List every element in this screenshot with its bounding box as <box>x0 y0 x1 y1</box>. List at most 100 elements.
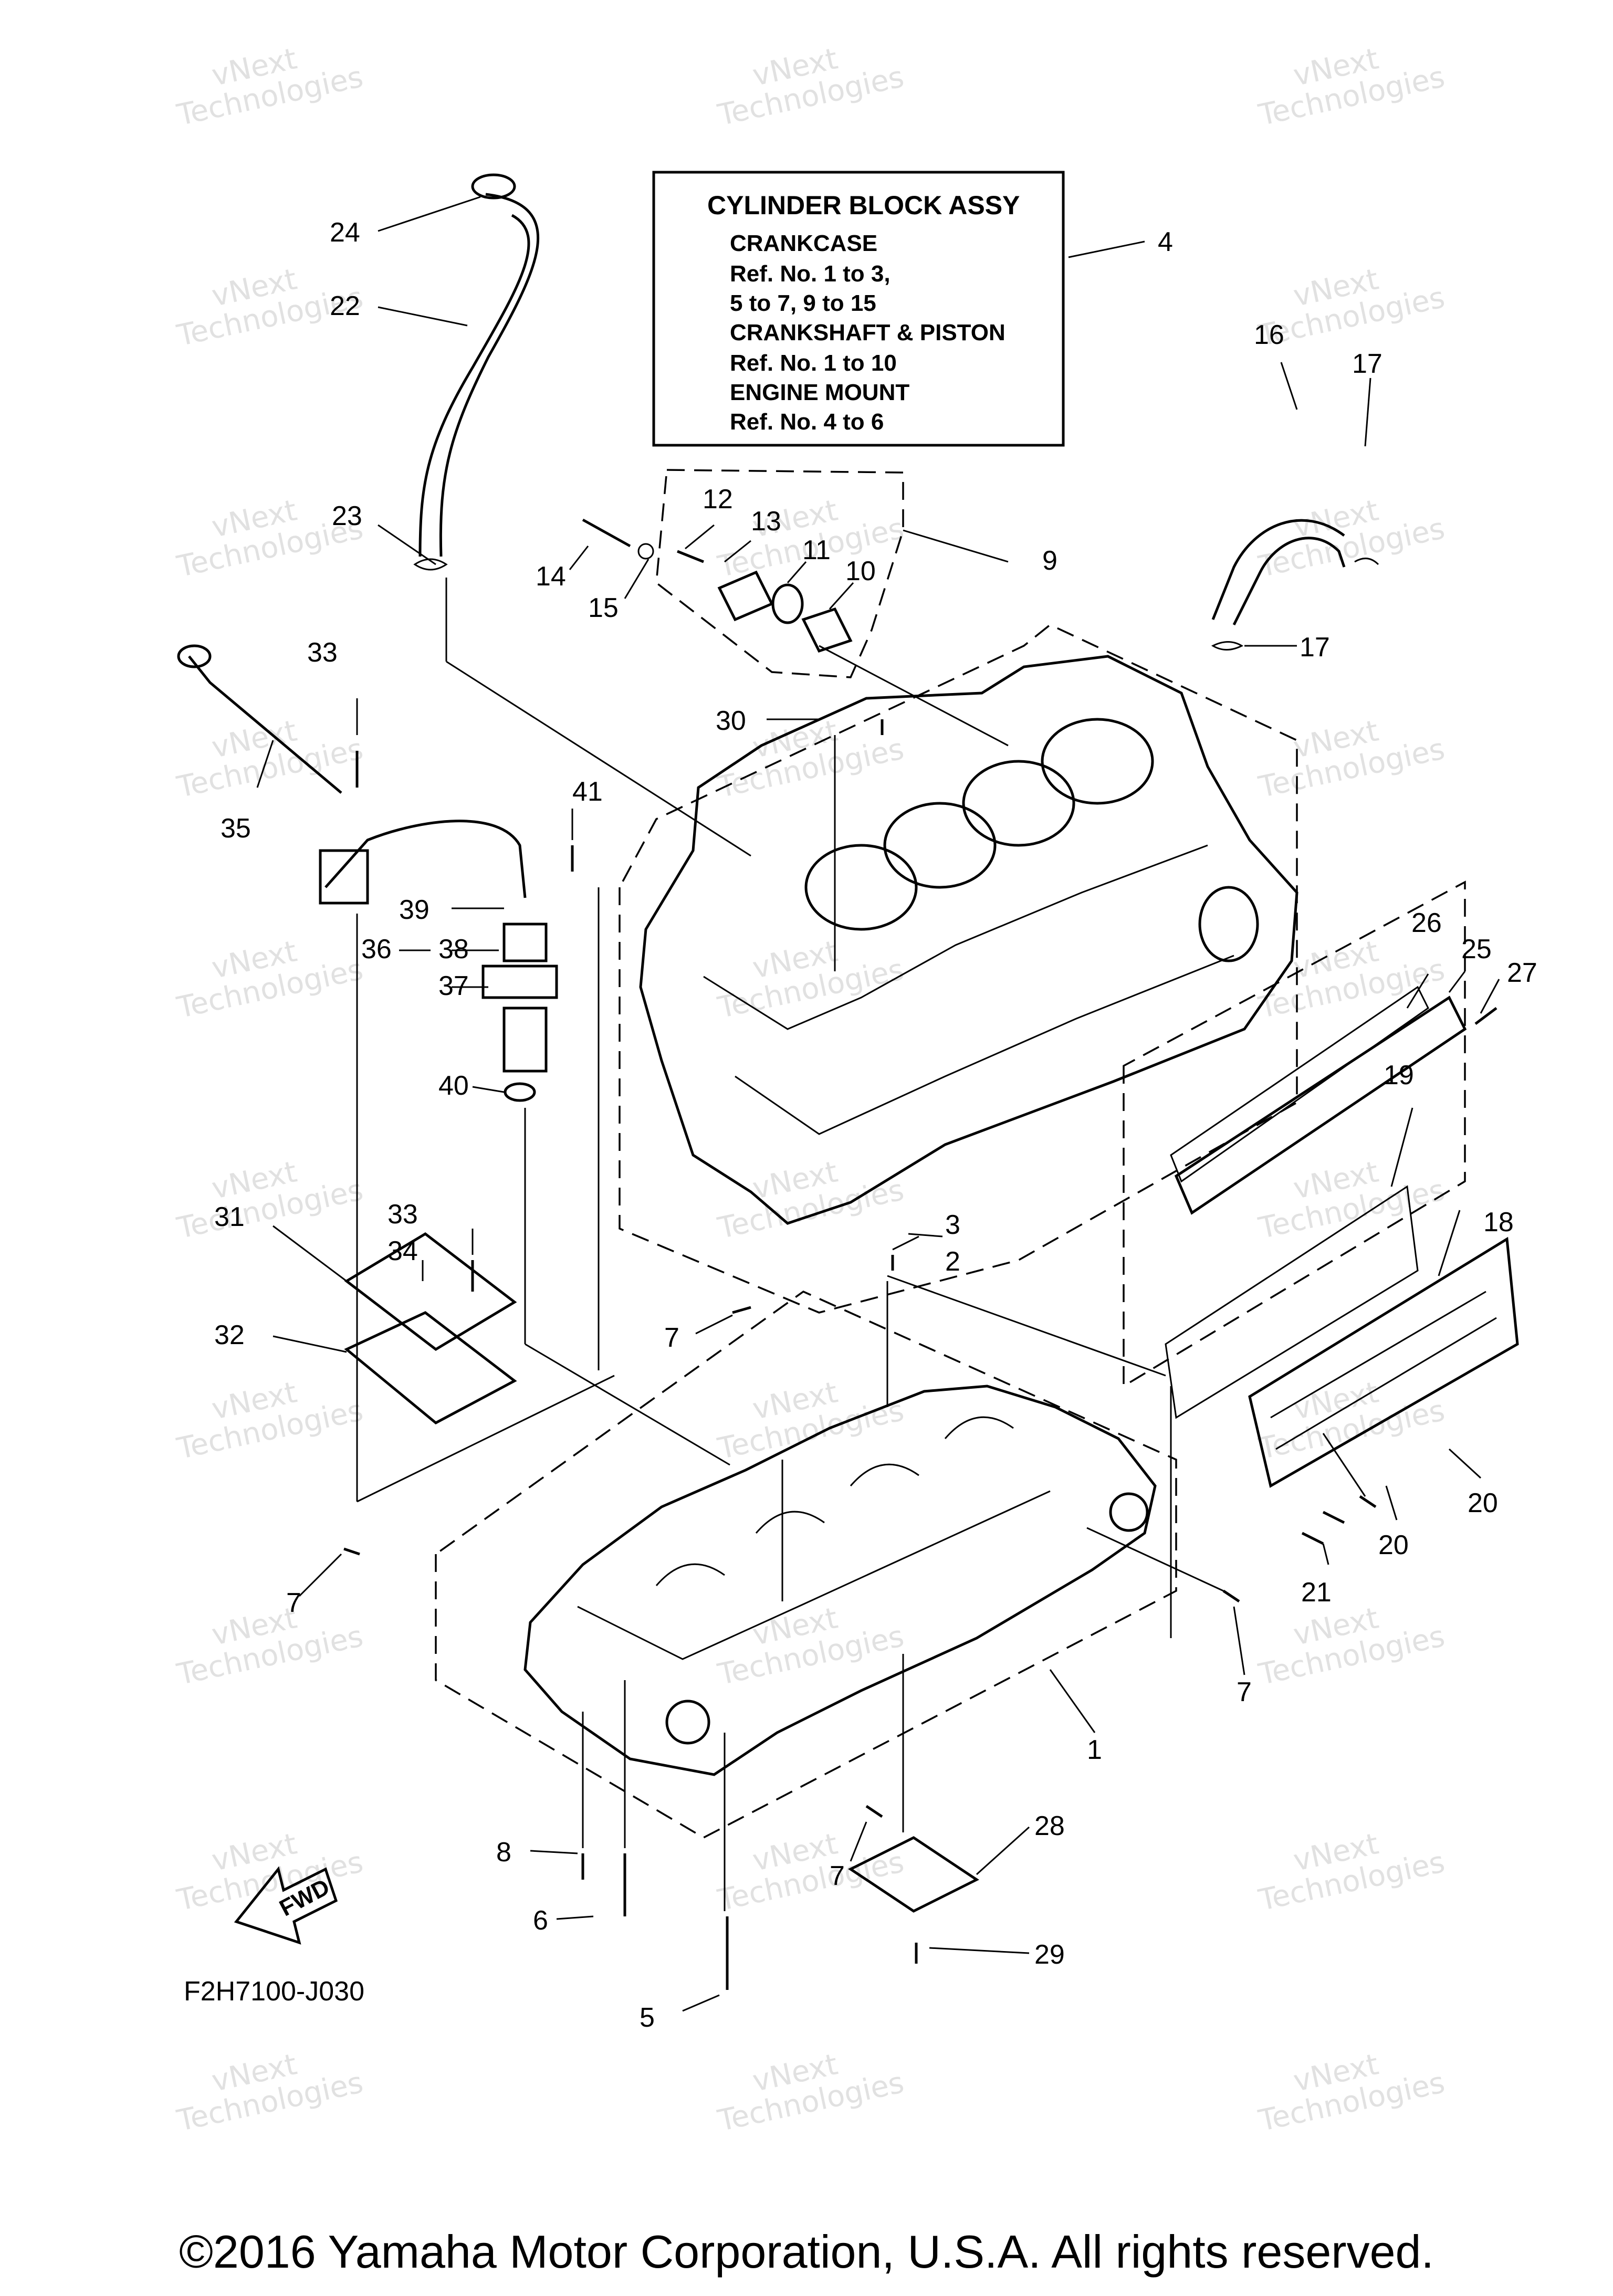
callout-number: 8 <box>496 1837 511 1868</box>
water-hose <box>1232 537 1346 626</box>
watermark: vNext Technologies <box>715 1155 907 1245</box>
oil-pipe <box>324 820 527 898</box>
legend-line: ENGINE MOUNT <box>730 380 909 405</box>
watermark: vNext Technologies <box>174 1155 366 1245</box>
legend-line: Ref. No. 1 to 3, <box>730 261 891 287</box>
legend-line: CRANKSHAFT & PISTON <box>730 320 1005 345</box>
pipe-bracket <box>319 849 369 905</box>
parts-artwork <box>177 173 1519 1990</box>
callout-number: 13 <box>751 506 781 537</box>
callout-number: 21 <box>1301 1577 1332 1608</box>
watermark: vNext Technologies <box>715 493 907 584</box>
callout-labels: 4 24 22 23 14 15 12 13 11 10 9 16 17 17 … <box>214 217 1537 2033</box>
crankcase-detail <box>577 1490 1051 1660</box>
watermark: vNext Technologies <box>174 41 366 132</box>
callout-number: 23 <box>332 501 362 531</box>
callout-number: 18 <box>1483 1207 1514 1238</box>
callout-number: 7 <box>830 1861 845 1891</box>
watermark: vNext Technologies <box>715 2047 907 2138</box>
callout-number: 6 <box>533 1905 548 1936</box>
top-cover-gasket <box>1170 986 1429 1183</box>
legend-line: Ref. No. 4 to 6 <box>730 409 884 435</box>
callout-number: 1 <box>1087 1735 1102 1765</box>
hose-clip <box>1354 558 1379 565</box>
group-outline <box>655 469 904 678</box>
watermark: vNext Technologies <box>1255 1827 1448 1917</box>
callout-number: 34 <box>387 1236 418 1266</box>
group-outline <box>619 623 1298 1314</box>
diagram-code: F2H7100-J030 <box>184 1976 364 2007</box>
side-cover <box>1248 1236 1519 1488</box>
legend-line: Ref. No. 1 to 10 <box>730 350 897 376</box>
breather-washer <box>637 543 654 560</box>
callout-number: 3 <box>945 1210 960 1240</box>
callout-number: 35 <box>221 813 251 844</box>
watermark: vNext Technologies <box>174 934 366 1025</box>
bolt <box>1359 1495 1377 1508</box>
mount-plate <box>344 1232 517 1351</box>
breather-hose <box>439 193 540 557</box>
callout-number: 40 <box>438 1071 469 1101</box>
callout-number: 14 <box>536 561 566 592</box>
callout-number: 2 <box>945 1246 960 1277</box>
callout-number: 30 <box>716 706 746 736</box>
cylinder-bore <box>962 760 1075 847</box>
callout-number: 4 <box>1158 227 1173 257</box>
watermark: vNext Technologies <box>174 1601 366 1692</box>
callout-number: 38 <box>438 934 469 964</box>
legend-title: CYLINDER BLOCK ASSY <box>707 191 1020 220</box>
callout-number: 22 <box>330 291 360 321</box>
leader-lines <box>256 196 1500 2012</box>
watermark: vNext Technologies <box>1255 714 1448 804</box>
callout-number: 33 <box>387 1199 418 1230</box>
watermark: vNext Technologies <box>715 934 907 1025</box>
callout-number: 19 <box>1384 1060 1414 1091</box>
callout-number: 12 <box>703 484 733 515</box>
callout-number: 28 <box>1034 1811 1065 1841</box>
assembly-group-outlines <box>435 469 1466 1839</box>
breather-hose <box>418 214 530 557</box>
callout-number: 31 <box>214 1202 245 1232</box>
legend-box: CYLINDER BLOCK ASSY CRANKCASE Ref. No. 1… <box>652 171 1065 447</box>
callout-number: 20 <box>1468 1488 1498 1518</box>
callout-number: 9 <box>1042 546 1057 576</box>
crankcase-boss <box>1109 1492 1149 1532</box>
oil-dipstick <box>188 655 342 794</box>
hose-clip <box>1211 641 1244 651</box>
watermark: vNext Technologies <box>174 2047 366 2138</box>
group-outline <box>1123 880 1466 1388</box>
o-ring <box>504 1082 536 1102</box>
watermark: vNext Technologies <box>1255 1155 1448 1245</box>
callout-number: 11 <box>802 535 831 565</box>
callout-number: 16 <box>1254 320 1284 350</box>
water-hose <box>1211 519 1345 620</box>
dowel-pin <box>343 1547 360 1556</box>
callout-number: 41 <box>572 777 603 807</box>
cylinder-block-detail <box>703 844 1208 1030</box>
callout-number: 7 <box>286 1588 301 1618</box>
watermark: vNext Technologies <box>174 1375 366 1466</box>
callout-number: 39 <box>399 895 430 925</box>
cylinder-bore <box>883 802 997 889</box>
watermark: vNext Technologies <box>1255 41 1448 132</box>
crankcase-boss <box>665 1700 710 1745</box>
callout-number: 7 <box>664 1323 679 1353</box>
callout-number: 32 <box>214 1320 245 1350</box>
watermark: vNext Technologies <box>174 493 366 584</box>
watermark: vNext Technologies <box>1255 2047 1448 2138</box>
copyright-notice: ©2016 Yamaha Motor Corporation, U.S.A. A… <box>179 2226 1434 2278</box>
cylinder-block-detail <box>735 955 1234 1135</box>
dipstick-handle <box>177 644 212 668</box>
watermark: vNext Technologies <box>715 1375 907 1466</box>
breather-bolt <box>582 518 631 548</box>
callout-number: 17 <box>1300 632 1330 663</box>
bolt <box>1301 1532 1324 1545</box>
legend-line: CRANKCASE <box>730 230 877 256</box>
cylinder-bore <box>804 844 918 931</box>
cylinder-bore <box>1041 718 1154 805</box>
callout-number: 17 <box>1352 349 1382 379</box>
watermark: vNext Technologies <box>715 41 907 132</box>
callout-number: 33 <box>307 637 338 668</box>
side-cover-detail <box>1270 1291 1497 1450</box>
